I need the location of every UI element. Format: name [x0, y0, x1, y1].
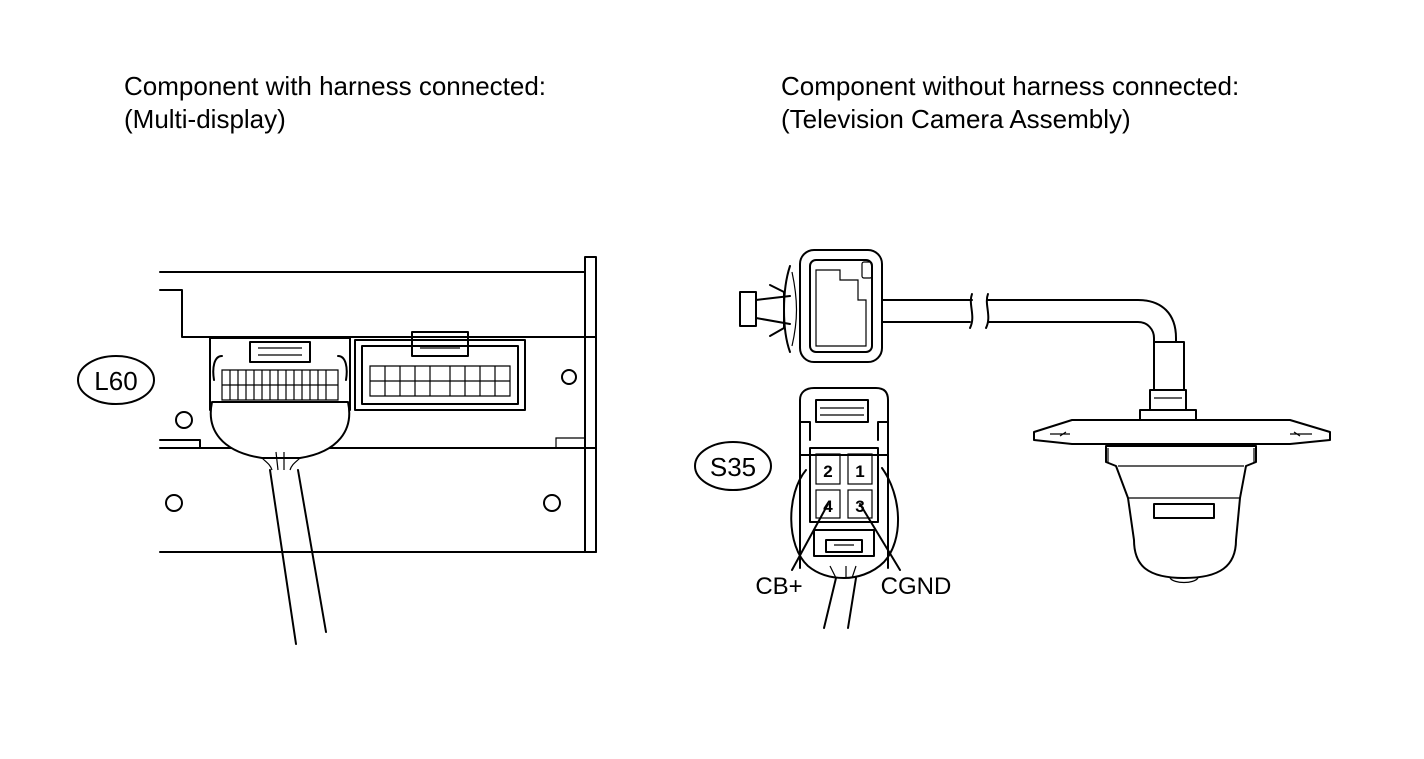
s35-pin-1: 1: [855, 462, 864, 481]
caption-left-line2: (Multi-display): [124, 104, 286, 134]
multi-display-unit: [159, 256, 597, 553]
s35-pin-2: 2: [823, 462, 832, 481]
caption-multi-display: Component with harness connected: (Multi…: [124, 70, 546, 136]
l60-connector: [209, 337, 351, 645]
camera-plug-clip: [739, 265, 798, 353]
camera-body: [1033, 341, 1331, 584]
caption-left-line1: Component with harness connected:: [124, 71, 547, 101]
caption-right-line1: Component without harness connected:: [781, 71, 1240, 101]
s35-pin-3: 3: [855, 497, 864, 516]
camera-cable: [881, 293, 1177, 343]
caption-camera-assembly: Component without harness connected: (Te…: [781, 70, 1239, 136]
s35-connector: 2 1 4 3: [790, 387, 901, 629]
l60-label: L60: [77, 355, 155, 405]
multi-display-aux-connector: [354, 331, 526, 411]
pin3-signal-label: CGND: [881, 573, 952, 600]
camera-plug: [799, 249, 883, 363]
caption-right-line2: (Television Camera Assembly): [781, 104, 1131, 134]
l60-label-text: L60: [94, 366, 137, 396]
s35-label: S35: [694, 441, 772, 491]
s35-pin-4: 4: [823, 497, 833, 516]
pin4-signal-label: CB+: [755, 573, 802, 600]
s35-label-text: S35: [710, 452, 756, 482]
